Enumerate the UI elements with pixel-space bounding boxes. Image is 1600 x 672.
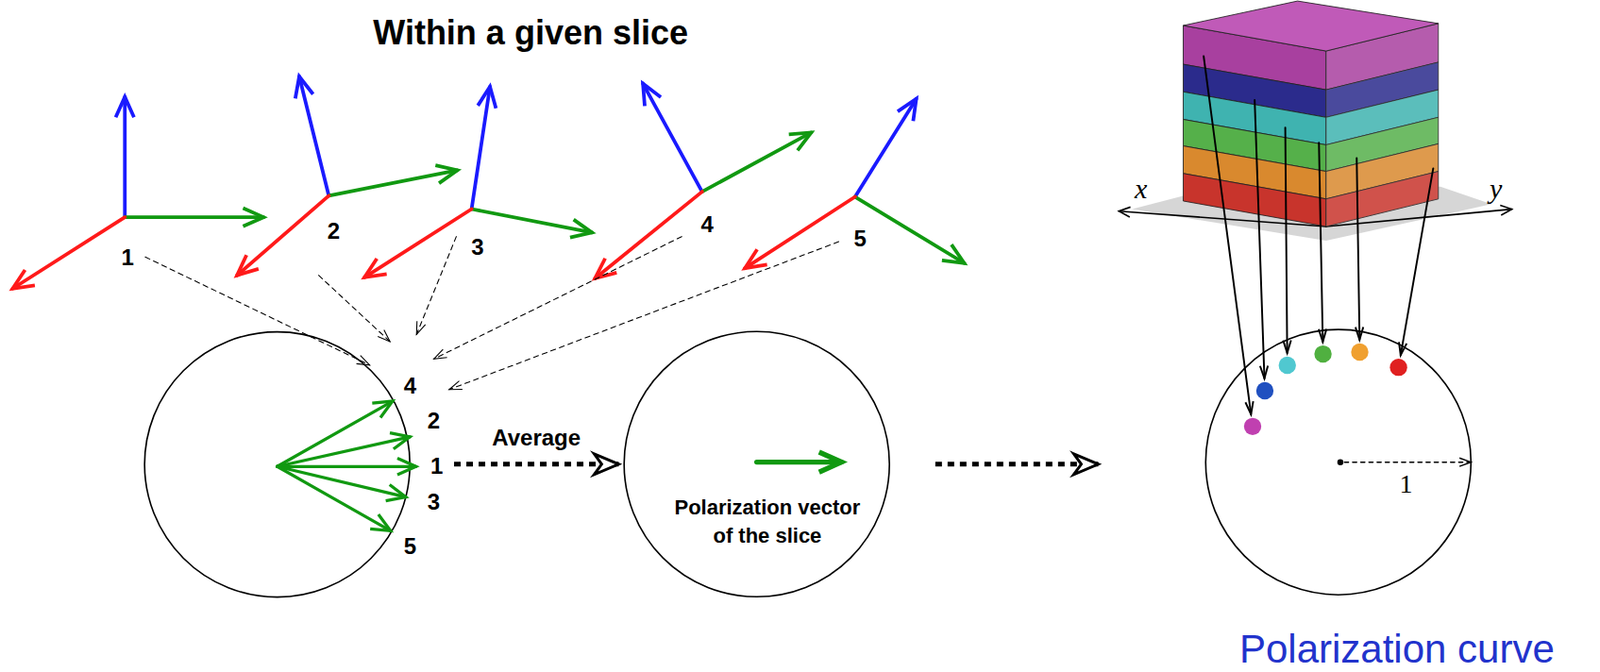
callout-number: 3 <box>471 234 484 261</box>
dotted-arrow <box>935 454 1099 475</box>
callout-number: 2 <box>327 218 340 245</box>
vector-circle: 42 1 35 <box>142 324 455 605</box>
callout-number: 5 <box>854 225 867 253</box>
diagram-title: Within a given slice <box>372 13 689 53</box>
figure-caption: Polarization curve <box>1239 626 1555 672</box>
dotted-arrow <box>454 454 619 475</box>
node-text: Polarization vector of the slice <box>665 494 869 551</box>
average-circle-outline <box>622 328 893 601</box>
node-text: 1 <box>430 453 443 480</box>
vector-circle-outline <box>142 324 455 605</box>
node-text: 1 <box>1399 469 1414 500</box>
callout-number: 1 <box>120 244 134 271</box>
node-text: 4 <box>404 372 417 400</box>
node-text: 3 <box>427 488 440 516</box>
callout-number: 4 <box>700 211 713 238</box>
polarization-circle-outline <box>1101 0 1531 613</box>
axis-label: x <box>1134 172 1147 205</box>
node-text: 5 <box>404 533 417 560</box>
node-text: 2 <box>427 407 440 435</box>
polarization-circle: 1 <box>1101 0 1531 613</box>
edge-label: Average <box>488 424 584 452</box>
axis-label: y <box>1489 172 1502 205</box>
average-circle: Polarization vector of the slice <box>622 328 893 601</box>
